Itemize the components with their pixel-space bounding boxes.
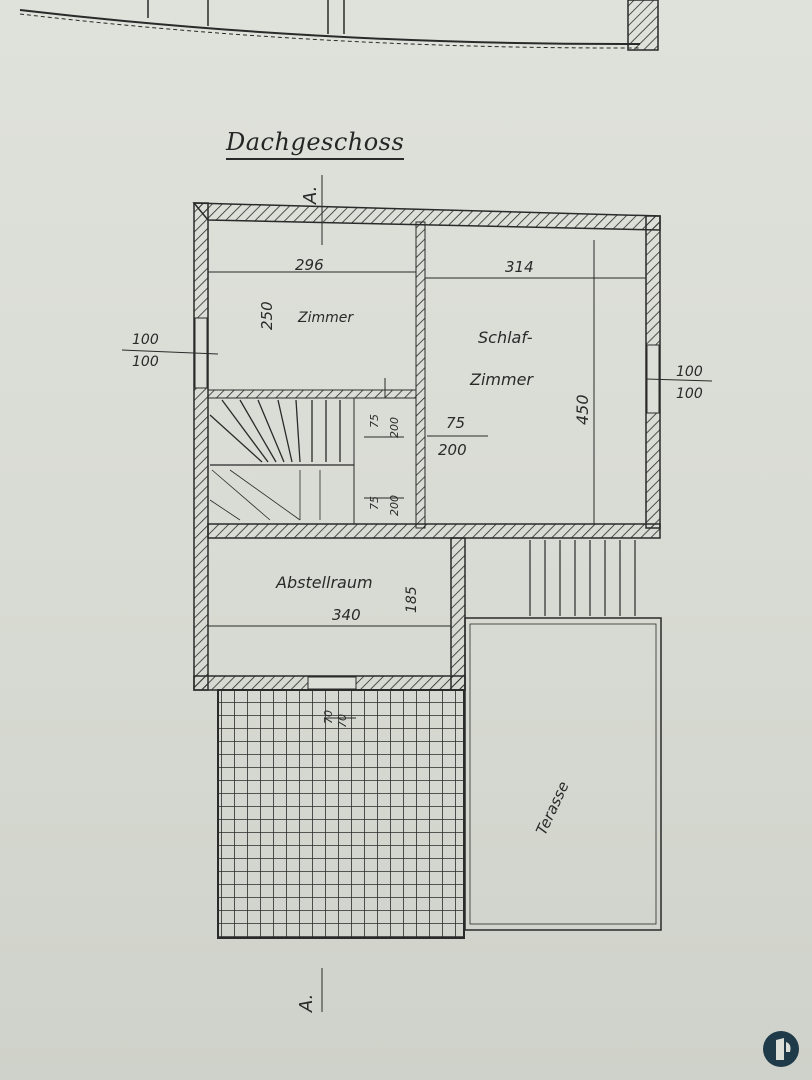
balcony-grid (217, 689, 465, 939)
terrace (464, 617, 662, 931)
watermark-logo-icon (763, 1031, 799, 1067)
door-small-1-bottom: 200 (388, 417, 401, 438)
zimmer-name-label: Zimmer (297, 310, 354, 326)
exterior-stairs (529, 540, 636, 616)
schlaf-width-label: 314 (505, 258, 534, 276)
door-hall-bottom: 200 (438, 441, 467, 459)
dimension-lines (121, 175, 713, 1012)
previous-plan-remnant (19, 0, 659, 51)
terrasse-name-label: Terasse (532, 779, 572, 838)
window-left-top: 100 (132, 332, 159, 348)
zimmer-width-label: 296 (295, 256, 324, 274)
door-bottom-bottom: 70 (336, 714, 349, 728)
window-left-bottom: 100 (132, 354, 159, 370)
door-small-2-bottom: 200 (388, 495, 401, 516)
room-outlines (208, 240, 646, 627)
abstell-width-label: 340 (332, 606, 361, 624)
door-small-1-top: 75 (368, 414, 381, 428)
plan-title: Dachgeschoss (226, 128, 405, 160)
door-bottom-top: 70 (322, 710, 335, 724)
schlaf-name-line1: Schlaf- (478, 328, 533, 347)
abstell-depth-label: 185 (404, 586, 420, 613)
window-right-top: 100 (676, 364, 703, 380)
abstell-name-label: Abstellraum (275, 573, 373, 592)
schlaf-name-line2: Zimmer (469, 370, 534, 389)
zimmer-depth-label: 250 (258, 301, 276, 330)
door-small-2-top: 75 (368, 496, 381, 510)
window-right-bottom: 100 (676, 386, 703, 402)
schlaf-depth-label: 450 (573, 394, 592, 425)
staircase (209, 399, 354, 521)
door-hall-top: 75 (446, 414, 465, 432)
section-marker-top: A. (300, 186, 321, 205)
section-marker-bottom: A. (296, 994, 317, 1013)
wall-hatching (192, 202, 661, 691)
